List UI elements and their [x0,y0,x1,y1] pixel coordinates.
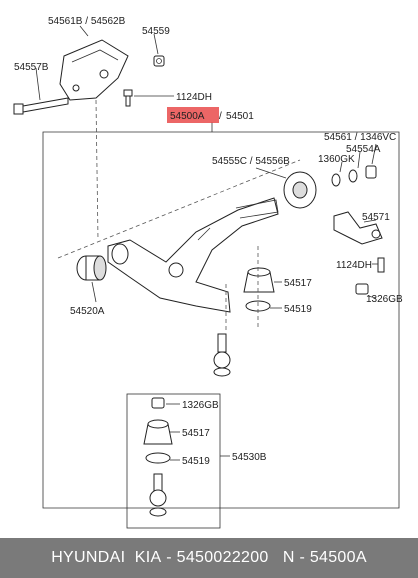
nut-54559 [153,55,165,67]
label-54519-sub: 54519 [182,456,210,467]
footer-code: 54500A [309,549,367,566]
label-54571: 54571 [362,212,390,223]
label-1326GB-sub: 1326GB [182,400,219,411]
bolt-54557B [13,97,69,115]
bushing-54520A [76,255,107,281]
label-54501: 54501 [226,111,254,122]
bolt-1124DH-right [377,257,385,273]
footer-separator-1: - [161,549,177,566]
label-54500A: 54500A [170,111,205,122]
label-54519-mid: 54519 [284,304,312,315]
bushing-54517-mid [243,267,275,293]
label-54530B: 54530B [232,452,267,463]
nut-1326GB-sub [151,397,165,409]
label-54517-sub: 54517 [182,428,210,439]
bracket-54561B [59,39,129,101]
ball-joint-stud-mid [213,333,231,377]
label-1124DH-top: 1124DH [176,92,212,103]
lower-control-arm-54500A [107,197,279,313]
bolt-1124DH-top [123,89,133,107]
label-slash: / [219,111,222,122]
parts-diagram: 54561B / 54562B 54559 54557B 1124DH 5450… [13,16,403,529]
bushing-54555C [283,171,317,209]
footer-bar: HYUNDAI KIA - 5450022200 N - 54500A [0,538,418,578]
label-1360GK: 1360GK [318,154,355,165]
washers-rear [331,165,377,187]
footer-brand: HYUNDAI KIA [51,549,162,566]
footer-part-number: 5450022200 [176,549,269,566]
bracket-54571 [333,211,383,245]
nut-1326GB-right [355,283,369,295]
label-54557B: 54557B [14,62,49,73]
bushing-54517-sub [143,419,173,445]
label-1326GB-right: 1326GB [366,294,403,305]
label-1124DH-right: 1124DH [336,260,372,271]
footer-separator-2: N - [268,549,310,566]
label-54554A: 54554A [346,144,381,155]
assembly-frame [42,131,400,509]
label-54561-1346VC: 54561 / 1346VC [324,132,396,143]
part-number-highlight [167,107,219,123]
label-54517-mid: 54517 [284,278,312,289]
label-54561B-54562B: 54561B / 54562B [48,16,126,27]
washer-54519-sub [145,452,171,464]
ball-joint-stud-sub [149,473,167,517]
label-54520A: 54520A [70,306,105,317]
ball-joint-frame [126,393,221,529]
label-54555C-54556B: 54555C / 54556B [212,156,290,167]
label-54559: 54559 [142,26,170,37]
